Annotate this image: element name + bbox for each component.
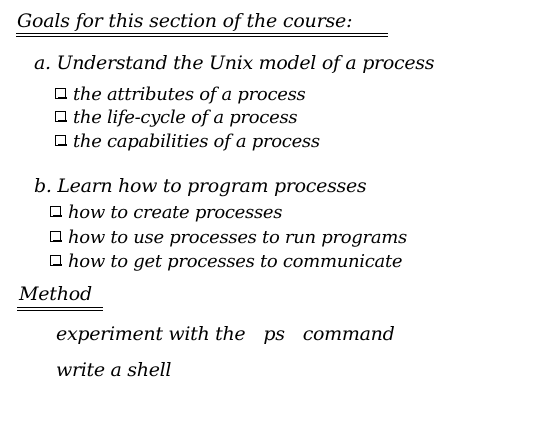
bullet-text: how to create processes bbox=[68, 202, 283, 223]
goals-heading: Goals for this section of the course: bbox=[17, 10, 353, 32]
bullet-text: how to get processes to communicate bbox=[68, 251, 403, 272]
method-heading: Method bbox=[19, 283, 92, 305]
list-item: the capabilities of a process bbox=[55, 131, 320, 153]
checkbox-bullet-icon bbox=[55, 111, 67, 122]
list-item: the life-cycle of a process bbox=[55, 107, 298, 129]
list-item: how to get processes to communicate bbox=[50, 251, 403, 273]
method-heading-underline bbox=[17, 307, 103, 308]
bullet-text: the attributes of a process bbox=[73, 84, 306, 105]
list-item: the attributes of a process bbox=[55, 84, 306, 106]
section-b-label: b. Learn how to program processes bbox=[34, 175, 367, 197]
method-text-end: command bbox=[302, 323, 395, 345]
list-item: how to create processes bbox=[50, 202, 283, 224]
bullet-text: the capabilities of a process bbox=[73, 131, 320, 152]
method-heading-underline-2 bbox=[17, 310, 103, 311]
goals-heading-underline-2 bbox=[16, 36, 388, 37]
checkbox-bullet-icon bbox=[50, 231, 62, 242]
checkbox-bullet-icon bbox=[55, 88, 67, 99]
method-item-shell: write a shell bbox=[56, 359, 172, 381]
checkbox-bullet-icon bbox=[50, 255, 62, 266]
checkbox-bullet-icon bbox=[50, 206, 62, 217]
bullet-text: the life-cycle of a process bbox=[73, 107, 298, 128]
list-item: how to use processes to run programs bbox=[50, 227, 407, 249]
bullet-text: how to use processes to run programs bbox=[68, 227, 407, 248]
checkbox-bullet-icon bbox=[55, 135, 67, 146]
goals-heading-underline bbox=[16, 33, 388, 34]
method-text: experiment with the bbox=[56, 323, 246, 345]
method-item-experiment: experiment with the ps command bbox=[56, 323, 395, 345]
section-a-label: a. Understand the Unix model of a proces… bbox=[34, 52, 435, 74]
ps-command: ps bbox=[263, 323, 285, 345]
